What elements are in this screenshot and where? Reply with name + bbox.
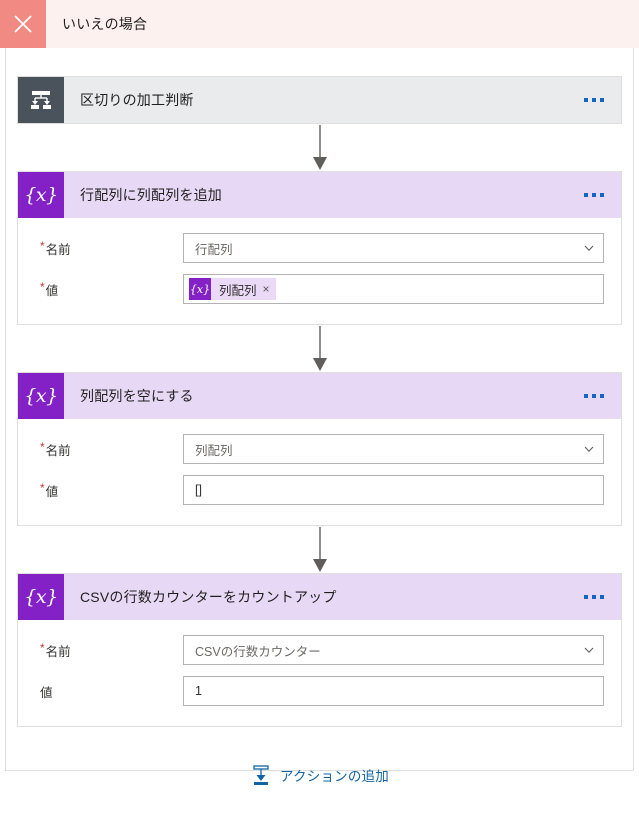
field-label-text: 名前 (45, 242, 71, 257)
name-dropdown[interactable]: 行配列 (183, 233, 604, 263)
required-mark: * (40, 439, 45, 454)
field-row-value: *値 [] (35, 475, 604, 505)
chevron-down-icon (584, 647, 594, 653)
value-token-input[interactable]: {x} 列配列 × (183, 274, 604, 304)
name-dropdown-value: 行配列 (195, 242, 233, 257)
field-label: *名前 (35, 239, 183, 258)
more-options-icon[interactable] (567, 77, 621, 123)
action-fields: *名前 列配列 *値 [] (18, 419, 621, 525)
dot (592, 98, 596, 102)
variable-token[interactable]: {x} 列配列 × (189, 278, 276, 300)
field-row-value: *値 {x} 列配列 × (35, 274, 604, 304)
chevron-down-icon (584, 245, 594, 251)
variables-braces-x-icon: {x} (18, 574, 64, 620)
flow-area: 区切りの加工判断 {x} (6, 48, 633, 823)
field-control: 1 (183, 676, 604, 706)
braces-x-glyph: {x} (24, 585, 58, 608)
field-label: 値 (35, 682, 183, 701)
field-row-value: 値 1 (35, 676, 604, 706)
action-card-increment-csv-row-counter[interactable]: {x} CSVの行数カウンターをカウントアップ *名前 CSVの (17, 573, 622, 727)
name-dropdown[interactable]: 列配列 (183, 434, 604, 464)
field-control: 列配列 (183, 434, 604, 464)
field-row-name: *名前 CSVの行数カウンター (35, 635, 604, 665)
chevron-down-icon (584, 446, 594, 452)
field-label-text: 値 (40, 685, 53, 700)
dot (584, 98, 588, 102)
dot (600, 595, 604, 599)
add-action-icon (253, 765, 269, 785)
variables-braces-x-icon: {x} (18, 373, 64, 419)
action-title: 列配列を空にする (80, 388, 194, 404)
braces-x-glyph: {x} (189, 282, 211, 296)
action-title: 区切りの加工判断 (80, 92, 194, 108)
action-card-empty-col-array[interactable]: {x} 列配列を空にする *名前 列配列 (17, 372, 622, 526)
control-condition-icon (18, 77, 64, 123)
required-mark: * (40, 480, 45, 495)
dot (600, 394, 604, 398)
action-card-append-col-to-row[interactable]: {x} 行配列に列配列を追加 *名前 行配列 (17, 171, 622, 325)
field-row-name: *名前 列配列 (35, 434, 604, 464)
field-label: *値 (35, 481, 183, 500)
field-control: 行配列 (183, 233, 604, 263)
token-label: 列配列 (219, 283, 257, 298)
branch-title: いいえの場合 (62, 16, 148, 32)
braces-x-glyph: {x} (24, 384, 58, 407)
required-mark: * (40, 640, 45, 655)
add-action-label: アクションの追加 (280, 769, 389, 784)
connector-arrow (17, 124, 622, 171)
field-control: CSVの行数カウンター (183, 635, 604, 665)
more-options-icon[interactable] (567, 373, 621, 419)
action-fields: *名前 CSVの行数カウンター 値 (18, 620, 621, 726)
dot (584, 595, 588, 599)
action-title: 行配列に列配列を追加 (80, 187, 222, 203)
close-x-icon[interactable] (0, 0, 46, 48)
token-remove-icon[interactable]: × (262, 282, 270, 296)
field-row-name: *名前 行配列 (35, 233, 604, 263)
add-action-area: アクションの追加 (17, 727, 622, 823)
field-label-text: 名前 (45, 443, 71, 458)
name-dropdown-value: CSVの行数カウンター (195, 644, 321, 659)
action-card-header[interactable]: {x} CSVの行数カウンターをカウントアップ (18, 574, 621, 620)
value-input[interactable]: [] (183, 475, 604, 505)
field-label-text: 値 (45, 283, 59, 298)
braces-x-glyph: {x} (24, 183, 58, 206)
action-fields: *名前 行配列 *値 (18, 218, 621, 324)
required-mark: * (40, 238, 45, 253)
name-dropdown-value: 列配列 (195, 443, 233, 458)
connector-arrow (17, 325, 622, 372)
connector-arrow (17, 526, 622, 573)
dot (592, 193, 596, 197)
field-label-text: 名前 (45, 644, 71, 659)
field-control: [] (183, 475, 604, 505)
dot (592, 595, 596, 599)
name-dropdown[interactable]: CSVの行数カウンター (183, 635, 604, 665)
field-label: *値 (35, 280, 183, 299)
value-input[interactable]: 1 (183, 676, 604, 706)
more-options-icon[interactable] (567, 172, 621, 218)
variables-braces-x-icon: {x} (18, 172, 64, 218)
more-options-icon[interactable] (567, 574, 621, 620)
action-title: CSVの行数カウンターをカウントアップ (80, 589, 337, 605)
flow-branch-panel: いいえの場合 (0, 0, 639, 785)
required-mark: * (40, 279, 45, 294)
branch-header: いいえの場合 (0, 0, 639, 48)
branch-body: 区切りの加工判断 {x} (5, 48, 634, 785)
add-action-button[interactable]: アクションの追加 (250, 763, 389, 787)
dot (600, 98, 604, 102)
action-card-header[interactable]: {x} 行配列に列配列を追加 (18, 172, 621, 218)
dot (584, 193, 588, 197)
field-label-text: 値 (45, 484, 59, 499)
action-card-scope-judge[interactable]: 区切りの加工判断 (17, 76, 622, 124)
field-control: {x} 列配列 × (183, 274, 604, 304)
variables-braces-x-icon: {x} (189, 278, 211, 300)
dot (592, 394, 596, 398)
action-card-header[interactable]: 区切りの加工判断 (18, 77, 621, 123)
field-label: *名前 (35, 641, 183, 660)
field-label: *名前 (35, 440, 183, 459)
action-card-header[interactable]: {x} 列配列を空にする (18, 373, 621, 419)
dot (584, 394, 588, 398)
dot (600, 193, 604, 197)
